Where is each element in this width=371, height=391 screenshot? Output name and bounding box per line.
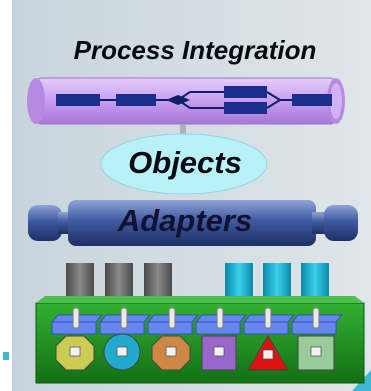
adapters-pipe <box>28 200 358 246</box>
diagram-title: Process Integration <box>73 35 317 65</box>
process-flow-boxes <box>56 86 332 114</box>
plug-pins <box>72 307 320 329</box>
shape-sockets <box>69 346 322 360</box>
edge-accent <box>3 352 9 360</box>
objects-label: Objects <box>128 145 242 180</box>
pipe-connector <box>180 124 186 136</box>
adapters-label: Adapters <box>117 203 253 238</box>
objects-oval <box>100 133 268 195</box>
